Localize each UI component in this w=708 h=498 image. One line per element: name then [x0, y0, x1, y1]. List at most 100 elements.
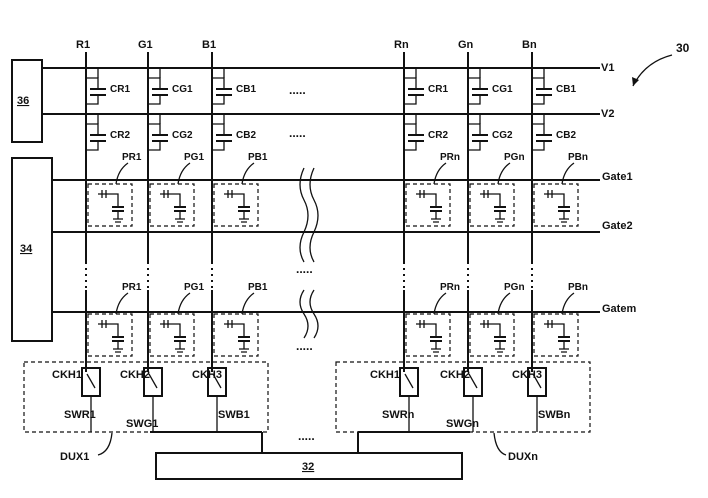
pixel-label-bottom-left-0: PR1 [122, 282, 142, 293]
v2-label: V2 [601, 108, 614, 120]
capacitor-v1-label-left-0: CR1 [110, 84, 130, 95]
pixel-label-top-right-2: PBn [568, 152, 588, 163]
pixel-leader-bottom-right-0 [433, 292, 447, 315]
block-32 [155, 452, 463, 480]
capacitor-v2-right-0 [404, 114, 424, 151]
switch-label-right-0: SWRn [382, 409, 415, 421]
capacitor-v1-right-2 [532, 68, 552, 105]
column-label-right-1: Gn [458, 39, 474, 51]
block-36 [11, 59, 43, 143]
figure-number: 30 [676, 41, 690, 55]
clock-label-left-0: CKH1 [52, 369, 82, 381]
capacitor-v1-right-1 [468, 68, 488, 105]
ellipsis-lower: ..... [296, 339, 313, 353]
pixel-circuit-bottom-left-1 [149, 313, 195, 357]
switch-right-0 [399, 367, 419, 397]
block-36-label: 36 [17, 95, 29, 107]
capacitor-v2-label-right-0: CR2 [428, 130, 448, 141]
pixel-label-bottom-right-2: PBn [568, 282, 588, 293]
pixel-leader-bottom-left-2 [241, 292, 255, 315]
switch-label-right-1: SWGn [446, 418, 479, 430]
capacitor-v1-right-0 [404, 68, 424, 105]
pixel-leader-top-left-1 [177, 162, 191, 185]
dux1-leader [97, 432, 113, 456]
pixel-label-bottom-left-2: PB1 [248, 282, 268, 293]
pixel-leader-bottom-left-1 [177, 292, 191, 315]
switch-label-left-2: SWB1 [218, 409, 250, 421]
switch-label-right-2: SWBn [538, 409, 571, 421]
capacitor-v2-left-2 [212, 114, 232, 151]
capacitor-v2-left-1 [148, 114, 168, 151]
pixel-leader-top-left-0 [115, 162, 129, 185]
columns-layer: R1CR1CR2PR1PR1CKH1SWR1G1CG1CG2PG1PG1CKH2… [52, 39, 588, 432]
clock-label-right-1: CKH2 [440, 369, 470, 381]
gate2-label: Gate2 [602, 220, 633, 232]
figure-arrow [632, 54, 673, 87]
pixel-label-bottom-right-0: PRn [440, 282, 460, 293]
switch-label-left-1: SWG1 [126, 418, 158, 430]
pixel-circuit-bottom-left-2 [213, 313, 259, 357]
pixel-circuit-top-right-0 [405, 183, 451, 227]
pixel-leader-bottom-right-1 [497, 292, 511, 315]
block-34 [11, 157, 53, 342]
pixel-label-bottom-right-1: PGn [504, 282, 525, 293]
pixel-label-top-left-2: PB1 [248, 152, 268, 163]
break-mark-upper-2 [309, 167, 319, 263]
clock-label-left-1: CKH2 [120, 369, 150, 381]
dux1-box [23, 361, 269, 433]
capacitor-v2-label-right-1: CG2 [492, 130, 513, 141]
pixel-circuit-bottom-right-2 [533, 313, 579, 357]
switch-left-0 [81, 367, 101, 397]
pixel-leader-top-right-1 [497, 162, 511, 185]
ellipsis-mid: ..... [296, 262, 313, 276]
block-32-label: 32 [302, 461, 314, 473]
block-34-label: 34 [20, 243, 33, 255]
pixel-label-top-right-1: PGn [504, 152, 525, 163]
capacitor-v2-label-left-0: CR2 [110, 130, 130, 141]
column-label-left-0: R1 [76, 39, 90, 51]
pixel-circuit-bottom-right-0 [405, 313, 451, 357]
ellipsis-bottom: ..... [298, 429, 315, 443]
pixel-circuit-top-left-2 [213, 183, 259, 227]
clock-label-right-0: CKH1 [370, 369, 400, 381]
pixel-label-top-left-1: PG1 [184, 152, 204, 163]
duxn-label: DUXn [508, 451, 538, 463]
pixel-circuit-top-right-1 [469, 183, 515, 227]
pixel-label-bottom-left-1: PG1 [184, 282, 204, 293]
switch-label-left-0: SWR1 [64, 409, 96, 421]
pixel-label-top-left-0: PR1 [122, 152, 142, 163]
break-mark-lower-2 [309, 289, 319, 339]
capacitor-v1-label-left-1: CG1 [172, 84, 193, 95]
duxn-leader [493, 432, 507, 456]
capacitor-v2-label-left-2: CB2 [236, 130, 256, 141]
break-mark-upper-1 [299, 167, 309, 263]
pixel-leader-top-right-0 [433, 162, 447, 185]
pixel-circuit-top-right-2 [533, 183, 579, 227]
column-label-right-2: Bn [522, 39, 537, 51]
gatem-label: Gatem [602, 303, 636, 315]
dux1-label: DUX1 [60, 451, 89, 463]
capacitor-v1-label-right-2: CB1 [556, 84, 576, 95]
pixel-circuit-bottom-right-1 [469, 313, 515, 357]
clock-label-left-2: CKH3 [192, 369, 222, 381]
ellipsis-v1: ..... [289, 83, 306, 97]
capacitor-v2-label-right-2: CB2 [556, 130, 576, 141]
capacitor-v1-left-0 [86, 68, 106, 105]
figure-arrowhead [632, 77, 639, 86]
capacitor-v2-right-1 [468, 114, 488, 151]
capacitor-v1-label-right-1: CG1 [492, 84, 513, 95]
column-label-left-2: B1 [202, 39, 216, 51]
ellipsis-v2: ..... [289, 126, 306, 140]
capacitor-v1-left-1 [148, 68, 168, 105]
clock-label-right-2: CKH3 [512, 369, 542, 381]
pixel-circuit-top-left-1 [149, 183, 195, 227]
capacitor-v2-label-left-1: CG2 [172, 130, 193, 141]
v1-label: V1 [601, 62, 614, 74]
capacitor-v1-label-right-0: CR1 [428, 84, 448, 95]
pixel-circuit-top-left-0 [87, 183, 133, 227]
pixel-label-top-right-0: PRn [440, 152, 460, 163]
pixel-leader-bottom-right-2 [561, 292, 575, 315]
break-mark-lower-1 [299, 289, 309, 339]
